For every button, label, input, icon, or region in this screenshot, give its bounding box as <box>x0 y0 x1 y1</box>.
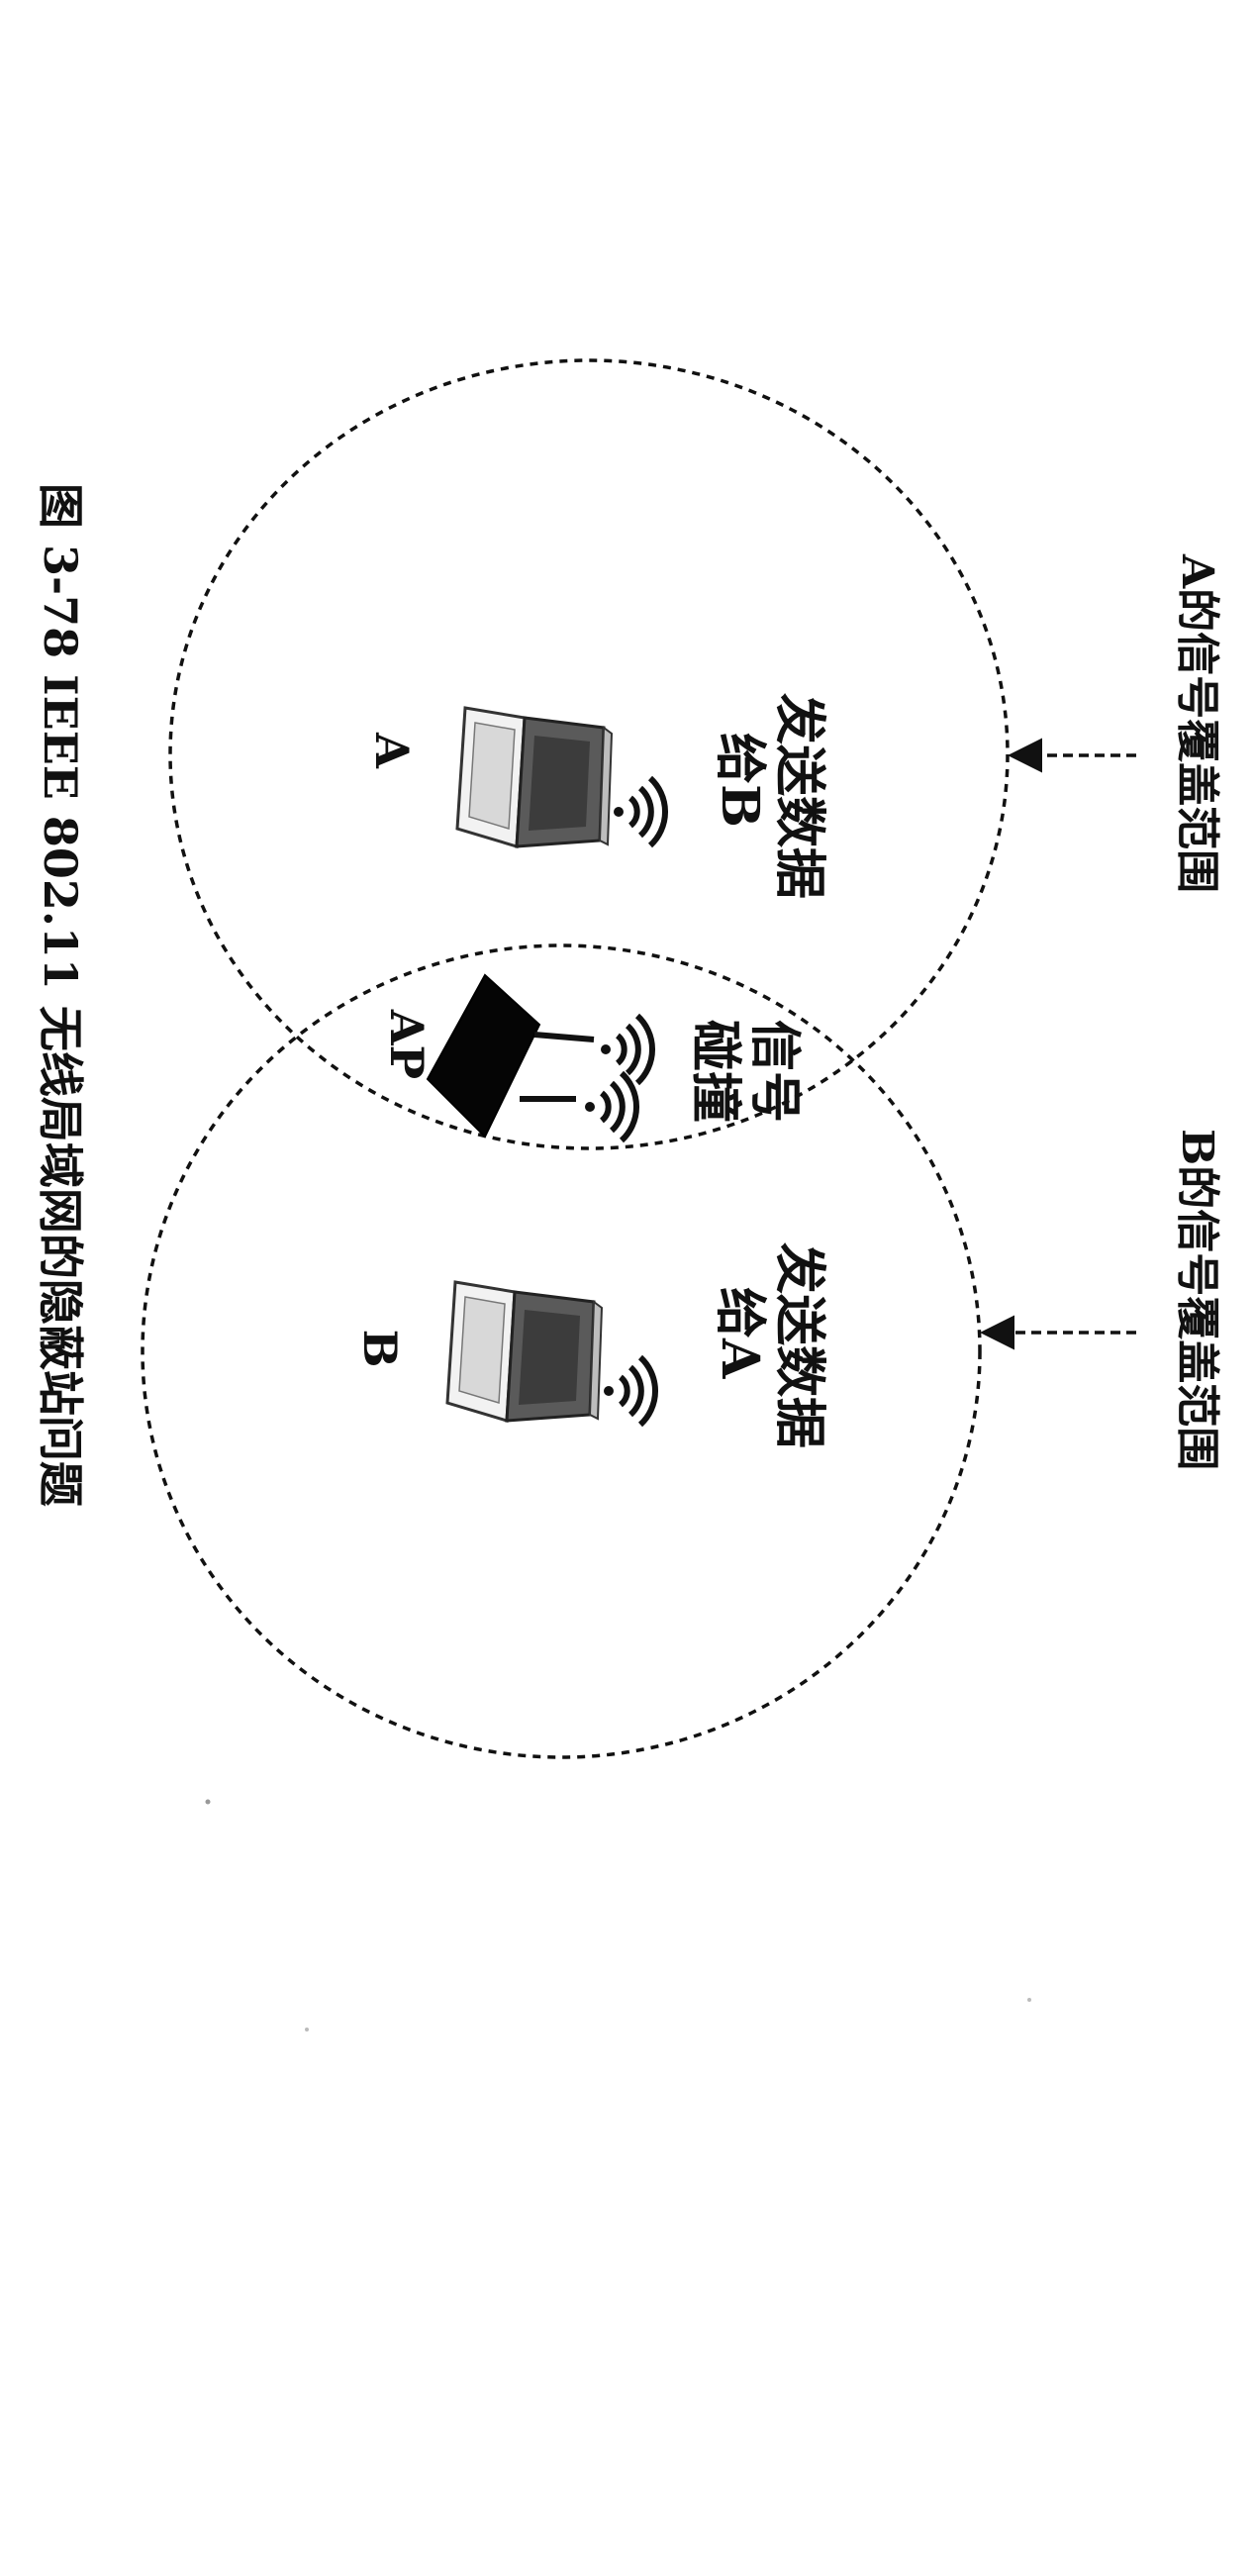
ap-icon <box>426 973 595 1139</box>
b-action-line2: 给A <box>710 1287 770 1379</box>
wifi-ap2-icon <box>585 1073 636 1140</box>
figure-caption: 图 3-78 IEEE 802.11 无线局域网的隐蔽站问题 <box>34 483 87 1507</box>
a-action-line1: 发送数据 <box>769 693 829 899</box>
coverage-a-label: A的信号覆盖范围 <box>1172 553 1222 893</box>
a-action-line2: 给B <box>710 733 770 828</box>
collision-line1: 信号 <box>744 1020 805 1123</box>
wifi-a-icon <box>614 778 665 845</box>
wifi-b-icon <box>604 1357 655 1425</box>
wifi-ap1-icon <box>601 1016 652 1083</box>
b-action-line1: 发送数据 <box>769 1242 829 1448</box>
coverage-b-label: B的信号覆盖范围 <box>1172 1129 1222 1470</box>
collision-line2: 碰撞 <box>685 1020 745 1123</box>
laptop-a-icon <box>455 706 614 848</box>
scan-speck <box>1027 1998 1031 2002</box>
scan-speck <box>305 2028 309 2031</box>
coverage-circle-b <box>141 943 982 1759</box>
scan-speck <box>205 1799 211 1805</box>
laptop-b-icon <box>445 1280 604 1423</box>
node-a-label: A <box>365 732 419 769</box>
ap-label: AP <box>380 1009 434 1079</box>
node-b-label: B <box>353 1330 407 1368</box>
